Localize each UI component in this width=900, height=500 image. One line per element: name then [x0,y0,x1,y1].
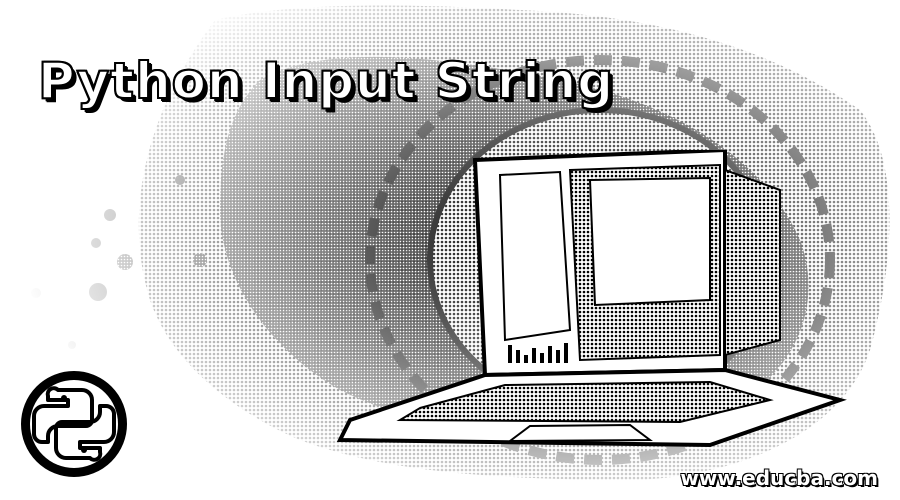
screen-window-front [588,176,711,307]
page-title: Python Input String [37,51,615,111]
screen-bar-chart [508,343,568,363]
laptop-trackpad [506,423,653,443]
laptop-keyboard [396,380,774,424]
python-logo-icon [21,371,127,477]
screen-window-left [498,170,572,342]
site-url[interactable]: www.educba.com [680,466,878,490]
side-panel [724,168,781,357]
laptop-icon [336,150,847,448]
